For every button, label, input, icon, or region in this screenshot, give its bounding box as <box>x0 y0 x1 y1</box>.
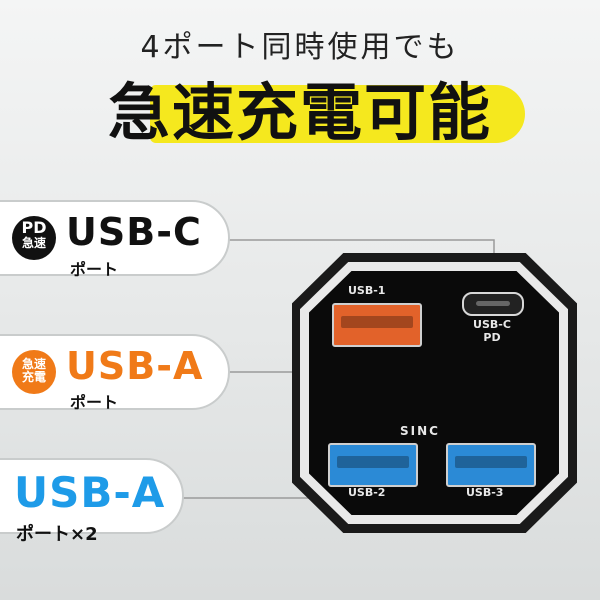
badge-text-pd: PD <box>21 218 47 237</box>
usb-a-port-3 <box>446 443 536 487</box>
usb-c-subtitle: ポート <box>70 260 119 279</box>
port-tongue <box>341 316 413 328</box>
usb-a-port-2 <box>328 443 418 487</box>
brand-logo: SINC <box>400 424 440 438</box>
port-label-usb3: USB-3 <box>466 486 504 499</box>
pd-fast-badge: PD 急速 <box>12 216 56 260</box>
headline-subtitle: 4ポート同時使用でも <box>140 30 460 65</box>
usb-a-label-card <box>0 458 184 534</box>
usb-a-title: USB-A <box>14 468 166 517</box>
port-tongue <box>337 456 409 468</box>
headline-highlight <box>150 85 525 143</box>
port-tongue <box>476 301 510 306</box>
badge-text-fast: 急速 <box>21 357 46 371</box>
usb-c-port <box>462 292 524 316</box>
usb-a-fast-port <box>332 303 422 347</box>
headline-title: 急速充電可能 <box>107 76 492 149</box>
usb-a-fast-subtitle: ポート <box>70 393 119 412</box>
usb-a-subtitle: ポート×2 <box>16 524 98 545</box>
badge-text-fast: 急速 <box>21 235 46 250</box>
usb-a-fast-title: USB-A <box>66 344 204 388</box>
port-label-usbc-line2: PD <box>483 331 501 344</box>
fast-charge-badge: 急速 充電 <box>12 350 56 394</box>
badge-text-charge: 充電 <box>21 369 46 384</box>
port-label-usbc-line1: USB-C <box>473 318 511 331</box>
port-label-usbc: USB-C PD <box>464 318 520 344</box>
port-label-usb1: USB-1 <box>348 284 386 297</box>
port-label-usb2: USB-2 <box>348 486 386 499</box>
usb-c-title: USB-C <box>66 210 202 254</box>
port-tongue <box>455 456 527 468</box>
